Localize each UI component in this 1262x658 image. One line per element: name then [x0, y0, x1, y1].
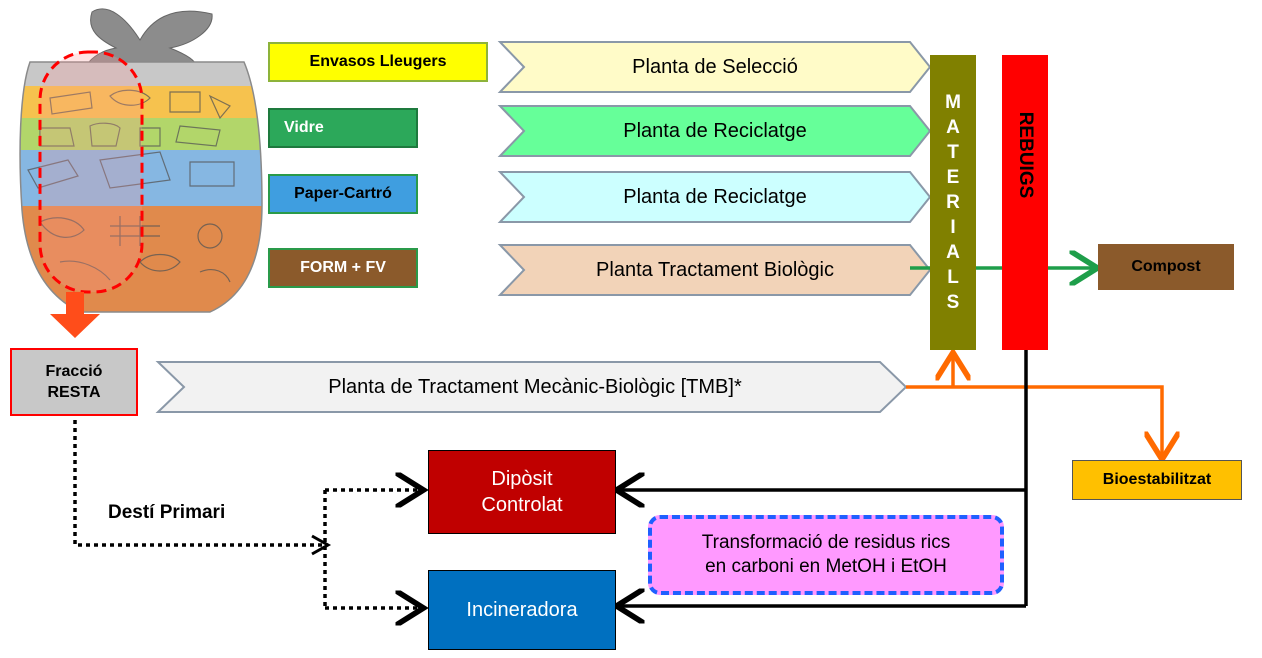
materials-letter: A	[946, 117, 960, 138]
diposit-controlat-box: Dipòsit Controlat	[428, 450, 616, 534]
materials-box: M A T E R I A L S	[930, 55, 976, 350]
materials-letter: R	[946, 192, 960, 213]
controlat-label: Controlat	[481, 494, 563, 516]
materials-letter: A	[946, 242, 960, 263]
plant-label-reciclatge-vidre: Planta de Reciclatge	[623, 119, 807, 142]
category-envasos-lleugers: Envasos Lleugers	[268, 42, 488, 82]
materials-letter: E	[946, 167, 960, 188]
bioestabilitzat-box: Bioestabilitzat	[1072, 460, 1242, 500]
category-vidre: Vidre	[268, 108, 418, 148]
orange-bioestabilitzat-arrow	[906, 385, 1162, 456]
fraccio-resta-box: Fracció RESTA	[10, 348, 138, 416]
plant-label-seleccio: Planta de Selecció	[632, 55, 798, 78]
desti-primari-label: Destí Primari	[108, 502, 226, 523]
diposit-label: Dipòsit	[491, 468, 553, 490]
bag-down-arrow	[50, 292, 100, 338]
resta-highlight-region	[38, 50, 144, 294]
materials-letter: L	[947, 267, 959, 288]
rebuigs-label: REBUIGS	[1015, 111, 1036, 199]
plant-label-reciclatge-paper: Planta de Reciclatge	[623, 185, 807, 208]
primary-arrowhead-icon	[311, 534, 332, 556]
fraccio-label: Fracció	[45, 363, 103, 380]
bag-knot-icon	[85, 8, 213, 67]
compost-box: Compost	[1098, 244, 1234, 290]
plant-label-tractament-biologic: Planta Tractament Biològic	[596, 258, 834, 281]
rebuigs-box: REBUIGS	[1002, 55, 1048, 350]
category-form-fv: FORM + FV	[268, 248, 418, 288]
chevron-plant-4	[497, 244, 932, 296]
chevron-tmb	[155, 361, 908, 413]
waste-bag-illustration	[19, 8, 263, 313]
chevron-plant-2	[497, 105, 932, 157]
resta-label: RESTA	[47, 384, 101, 401]
materials-letter: M	[945, 92, 961, 113]
materials-letter: S	[946, 292, 960, 313]
transformacio-line-2: en carboni en MetOH i EtOH	[705, 556, 947, 577]
materials-letter: I	[950, 217, 956, 238]
dotted-primary-line	[73, 420, 322, 547]
category-paper-carto: Paper-Cartró	[268, 174, 418, 214]
incineradora-box: Incineradora	[428, 570, 616, 650]
transformacio-box: Transformació de residus rics en carboni…	[648, 515, 1004, 595]
chevron-plant-1	[497, 41, 932, 93]
tmb-label: Planta de Tractament Mecànic-Biològic [T…	[328, 375, 742, 398]
materials-letter: T	[947, 142, 959, 163]
transformacio-line-1: Transformació de residus rics	[701, 532, 951, 553]
chevron-plant-3	[497, 171, 932, 223]
